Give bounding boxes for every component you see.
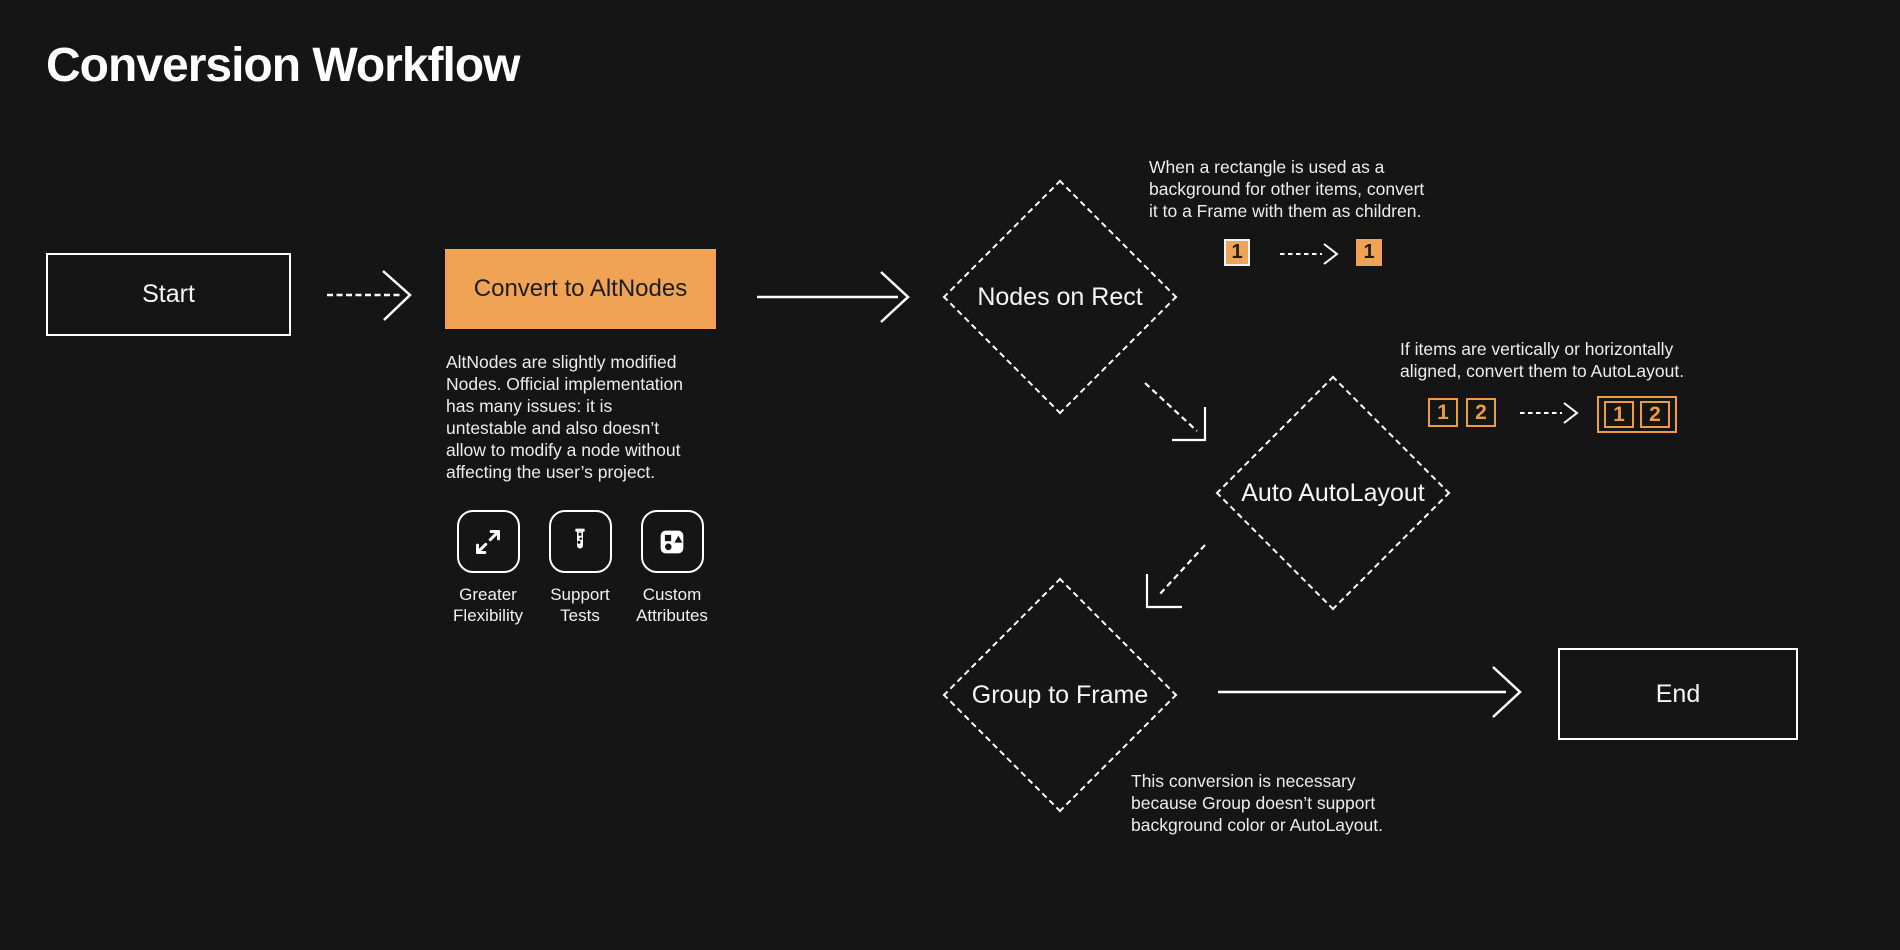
connector-group-to-end xyxy=(1218,666,1522,718)
connector-start-to-convert xyxy=(327,270,412,321)
altnodes-feature-list: Greater Flexibility Support Tests xyxy=(443,510,717,626)
page-title: Conversion Workflow xyxy=(46,39,520,92)
feature-greater-flexibility: Greater Flexibility xyxy=(443,510,533,626)
rect-example-before: 1 xyxy=(1224,239,1250,266)
arrowhead xyxy=(1492,666,1522,718)
nodes-on-rect-node: Nodes on Rect xyxy=(942,179,1178,415)
shapes-icon xyxy=(640,510,704,573)
auto-autolayout-label: Auto AutoLayout xyxy=(1241,478,1425,507)
autolayout-grouped-item-2: 2 xyxy=(1640,401,1670,428)
end-node: End xyxy=(1558,648,1798,740)
autolayout-example-group: 1 2 xyxy=(1597,396,1677,433)
start-node-label: Start xyxy=(142,280,195,308)
convert-to-altnodes-node: Convert to AltNodes xyxy=(445,249,716,329)
group-to-frame-annotation: This conversion is necessary because Gro… xyxy=(1131,771,1383,835)
nodes-on-rect-label: Nodes on Rect xyxy=(977,282,1143,311)
arrowhead xyxy=(880,271,910,323)
test-tube-icon xyxy=(548,510,612,573)
connector-convert-to-nodes-on-rect xyxy=(757,271,910,323)
end-node-label: End xyxy=(1655,679,1701,708)
feature-custom-attributes: Custom Attributes xyxy=(627,510,717,626)
mini-dashed-arrow xyxy=(1280,243,1339,265)
group-to-frame-node: Group to Frame xyxy=(942,577,1178,813)
feature-support-tests: Support Tests xyxy=(535,510,625,626)
nodes-on-rect-annotation: When a rectangle is used as a background… xyxy=(1149,157,1425,221)
feature-label: Greater Flexibility xyxy=(453,585,523,625)
auto-autolayout-node: Auto AutoLayout xyxy=(1215,375,1451,611)
expand-icon xyxy=(456,510,520,573)
feature-label: Support Tests xyxy=(550,585,610,625)
convert-node-label: Convert to AltNodes xyxy=(473,275,688,302)
auto-autolayout-annotation: If items are vertically or horizontally … xyxy=(1400,339,1685,381)
mini-dashed-arrow xyxy=(1520,402,1579,424)
start-node: Start xyxy=(46,253,291,336)
feature-label: Custom Attributes xyxy=(636,585,708,625)
convert-description: AltNodes are slightly modified Nodes. Of… xyxy=(446,352,684,482)
group-to-frame-label: Group to Frame xyxy=(971,680,1149,709)
autolayout-example-item-2: 2 xyxy=(1466,398,1496,427)
arrowhead xyxy=(382,270,412,321)
autolayout-example-item-1: 1 xyxy=(1428,398,1458,427)
frame-example-after: 1 xyxy=(1356,239,1382,266)
autolayout-grouped-item-1: 1 xyxy=(1604,401,1634,428)
